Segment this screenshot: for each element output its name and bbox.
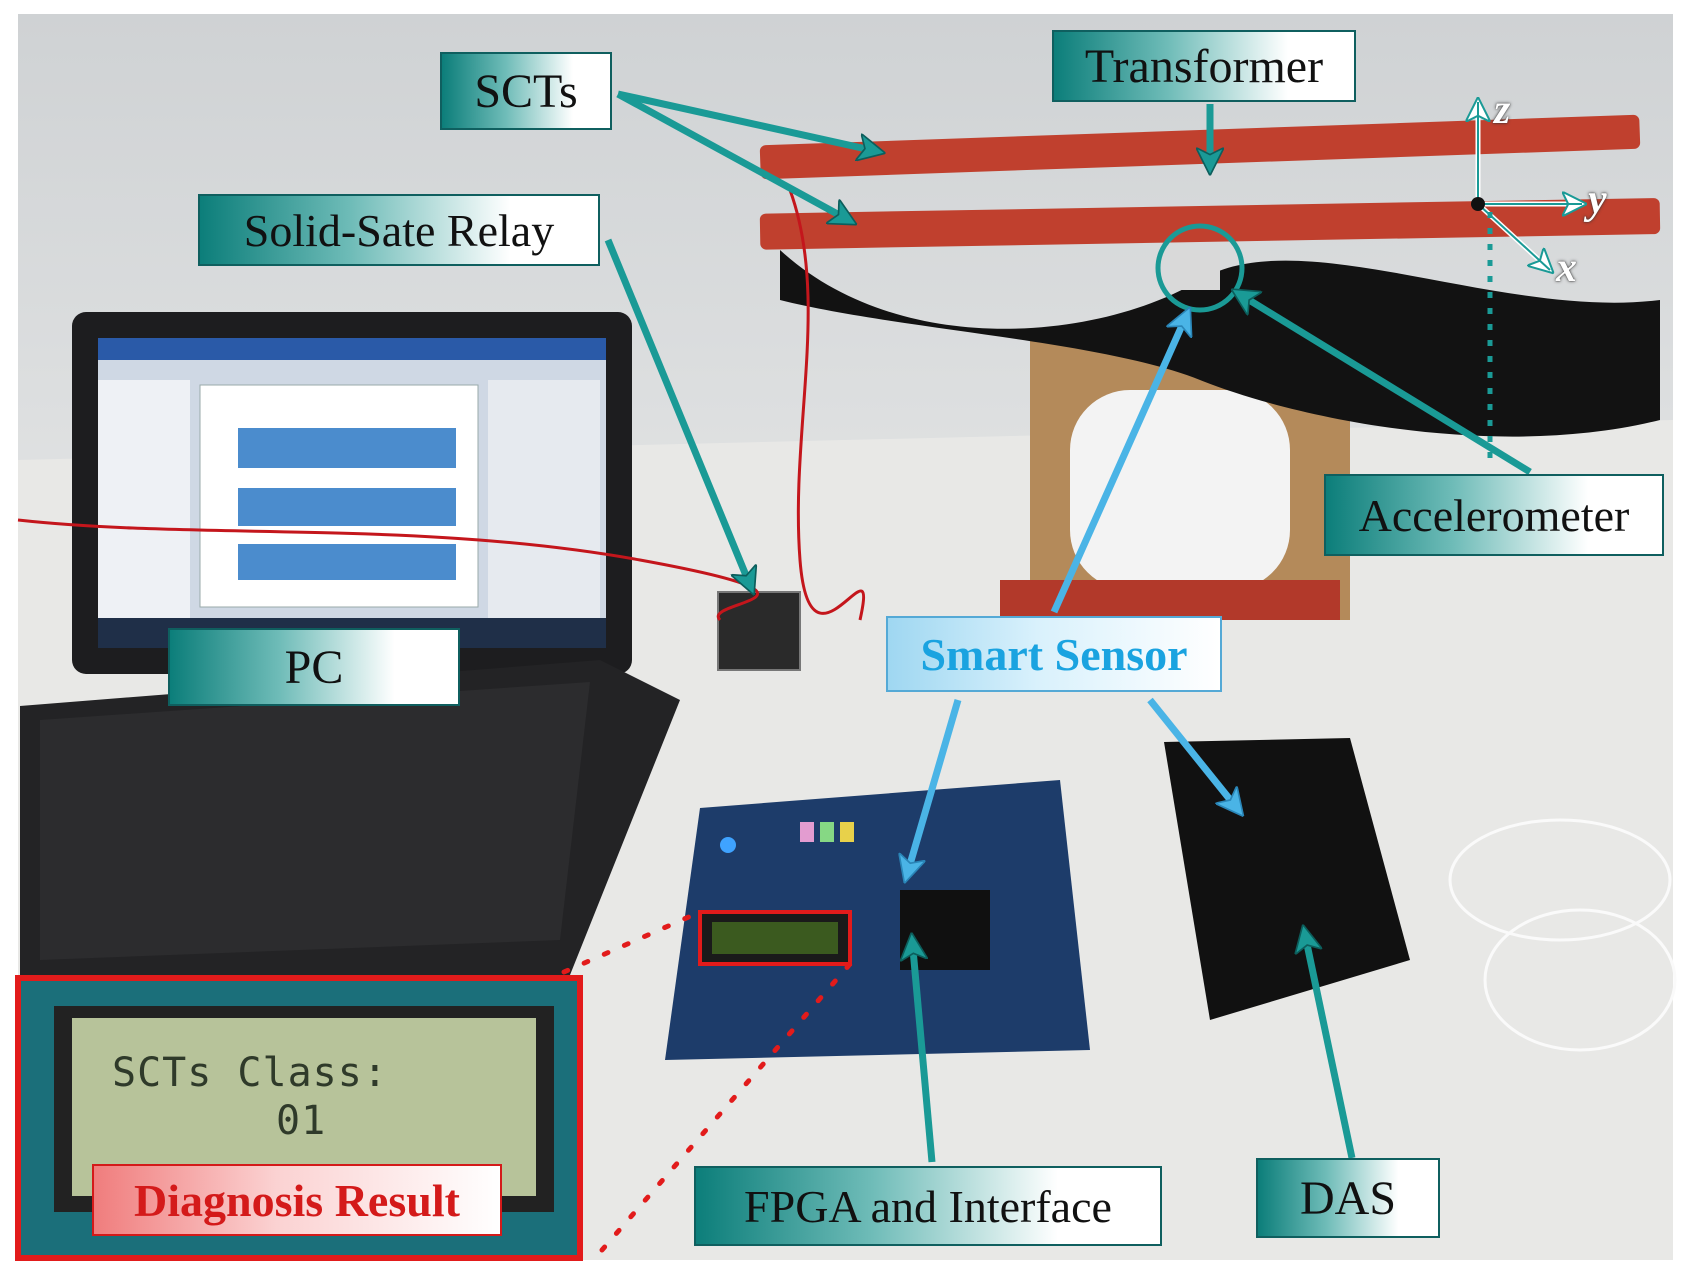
axis-label-y: y [1588,177,1607,223]
fpga-board [665,780,1090,1060]
lcd-line-2: 01 [276,1098,327,1144]
smart-sensor-arrow-das [1147,697,1240,812]
axis-glyph [1471,102,1582,460]
scts-arrow-bottom [616,90,852,222]
transformer-assembly [759,114,1661,620]
axis-label-x: x [1556,245,1577,291]
label-diagnosis-result: Diagnosis Result [92,1164,502,1236]
scts-arrow-top [617,90,880,152]
label-accelerometer: Accelerometer [1324,474,1664,556]
label-smart-sensor: Smart Sensor [886,616,1222,692]
label-scts: SCTs [440,52,612,130]
accelerometer-arrow [1236,292,1532,475]
label-fpga-interface: FPGA and Interface [694,1166,1162,1246]
label-solid-state-relay: Solid-Sate Relay [198,194,600,266]
label-das: DAS [1256,1158,1440,1238]
lcd-line-1: SCTs Class: [112,1050,388,1096]
relay-device [717,591,801,671]
red-wire [788,189,865,621]
axis-label-z: z [1494,87,1511,133]
relay-arrow [604,238,752,590]
fpga-arrow [912,938,936,1163]
label-transformer: Transformer [1052,30,1356,102]
accelerometer-marker [1155,223,1245,313]
label-pc: PC [168,628,460,706]
smart-sensor-arrow-fpga [906,699,962,878]
smart-sensor-arrow-accel [1050,312,1188,614]
das-arrow [1304,930,1356,1159]
